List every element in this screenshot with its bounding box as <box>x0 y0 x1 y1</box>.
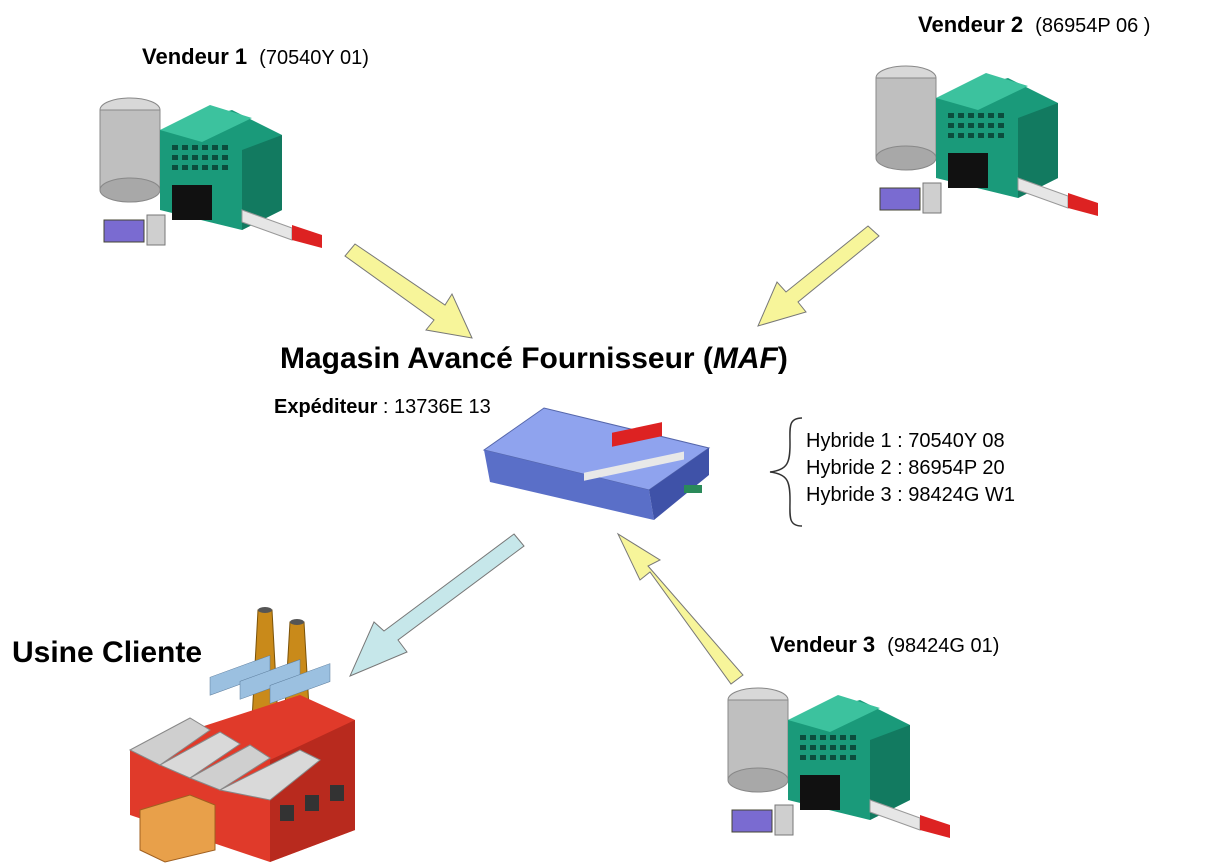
maf-title-close: ) <box>777 342 788 375</box>
hybrid-list: Hybride 1 : 70540Y 08 Hybride 2 : 86954P… <box>806 428 1015 509</box>
vendor-3-name: Vendeur 3 <box>770 632 876 657</box>
vendor-2-warehouse-icon <box>875 65 1098 216</box>
vendor-2-label: Vendeur 2 (86954P 06 ) <box>918 12 1150 38</box>
arrow-v1-maf <box>344 243 473 339</box>
hybrid-brace-icon <box>769 417 803 527</box>
vendor-1-name: Vendeur 1 <box>142 44 248 69</box>
expediteur-label: Expéditeur <box>274 396 378 418</box>
hybrid-2: Hybride 2 : 86954P 20 <box>806 457 1005 479</box>
expediteur-value: : 13736E 13 <box>377 396 491 418</box>
vendor-1-code: (70540Y 01) <box>259 47 369 69</box>
maf-title: Magasin Avancé Fournisseur (MAF) <box>280 342 788 376</box>
hybrid-3: Hybride 3 : 98424G W1 <box>806 484 1015 506</box>
arrow-maf-client <box>349 533 525 677</box>
expediteur: Expéditeur : 13736E 13 <box>274 396 491 419</box>
hybrid-1: Hybride 1 : 70540Y 08 <box>806 430 1005 452</box>
vendor-3-code: (98424G 01) <box>887 635 1000 657</box>
client-factory-label: Usine Cliente <box>12 636 203 669</box>
vendor-2-code: (86954P 06 ) <box>1035 15 1151 37</box>
maf-title-main: Magasin Avancé Fournisseur ( <box>280 342 713 375</box>
client-factory-icon <box>128 607 355 863</box>
maf-warehouse-icon <box>482 407 711 520</box>
arrow-v3-maf <box>616 532 744 685</box>
vendor-1-label: Vendeur 1 (70540Y 01) <box>142 44 369 70</box>
maf-title-abbr: MAF <box>712 342 778 375</box>
vendor-3-warehouse-icon <box>727 687 950 838</box>
vendor-2-name: Vendeur 2 <box>918 12 1024 37</box>
arrow-v2-maf <box>757 225 880 327</box>
vendor-3-label: Vendeur 3 (98424G 01) <box>770 632 999 658</box>
vendor-1-warehouse-icon <box>99 97 322 248</box>
